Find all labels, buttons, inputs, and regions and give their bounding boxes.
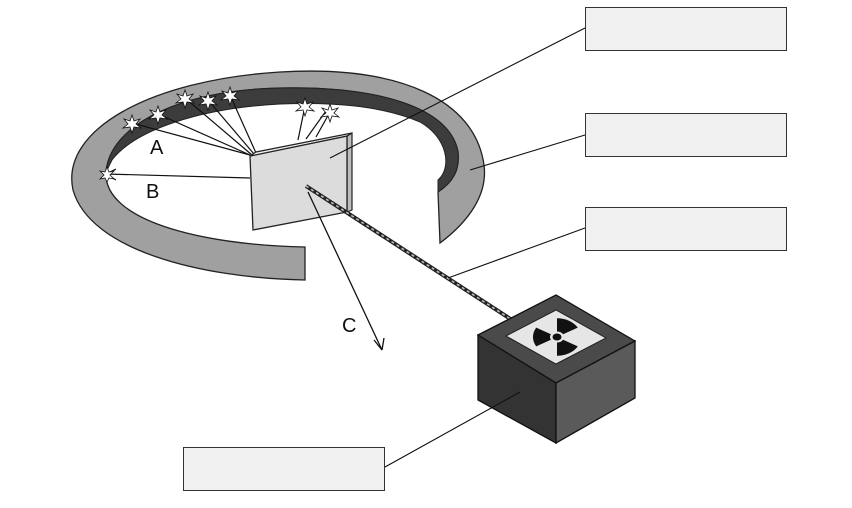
- flash-icon: [98, 85, 341, 183]
- label-box-beam[interactable]: [585, 207, 787, 251]
- leader-lines: [329, 27, 586, 468]
- label-box-screen[interactable]: [585, 113, 787, 157]
- ray-label-b: B: [146, 181, 159, 203]
- gold-foil-edge: [346, 131, 353, 213]
- ray-label-a: A: [150, 137, 164, 159]
- label-box-foil[interactable]: [585, 7, 787, 51]
- radiation-icon: [530, 315, 584, 359]
- source-box-right: [555, 339, 636, 445]
- label-box-source[interactable]: [183, 447, 385, 491]
- alpha-beam: [304, 184, 514, 322]
- ray-c: [307, 191, 385, 351]
- ray-label-c: C: [342, 315, 356, 337]
- gold-foil-top: [249, 132, 353, 157]
